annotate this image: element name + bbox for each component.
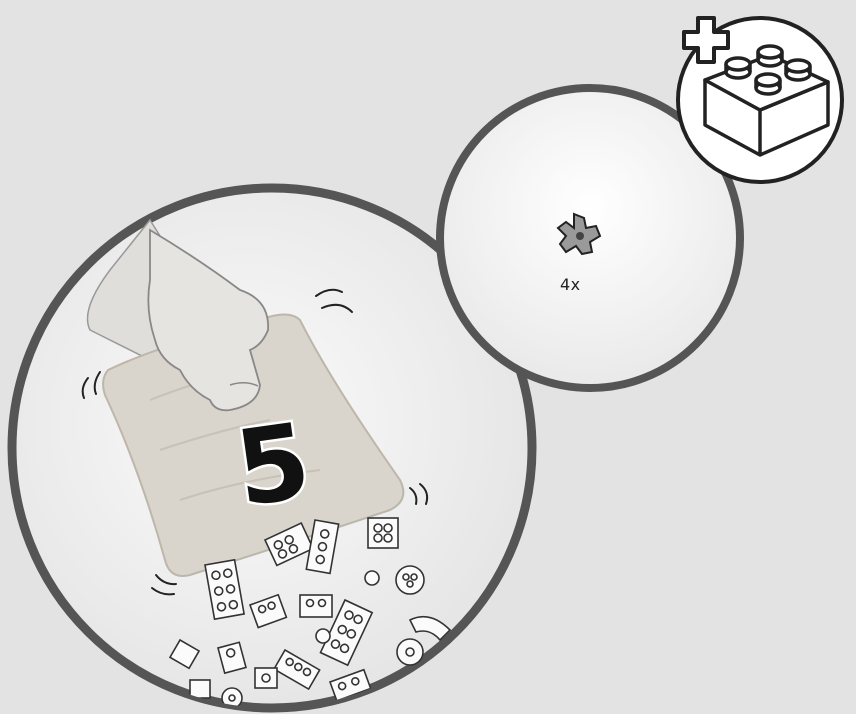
bag-number: 5 <box>221 404 325 525</box>
part-quantity: 4x <box>560 275 581 294</box>
add-brick-badge <box>678 18 842 182</box>
